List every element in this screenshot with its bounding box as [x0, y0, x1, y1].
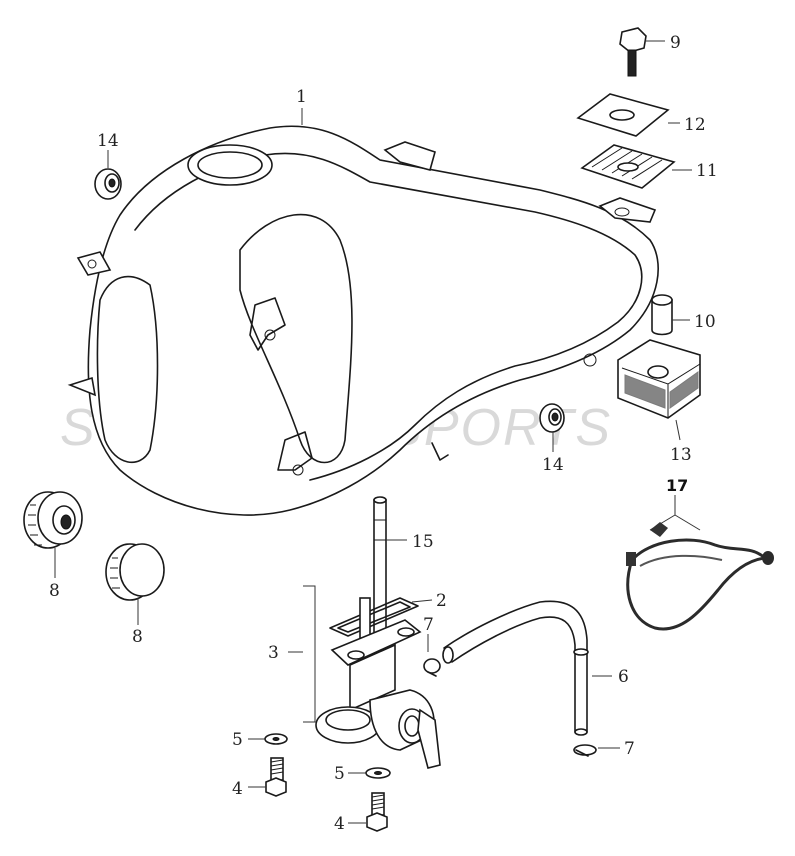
hose-clip-7-b [573, 744, 597, 757]
callout-6: 6 [618, 667, 629, 687]
callout-7-a: 7 [423, 615, 434, 635]
washer-5-b [365, 767, 391, 779]
washer-5-a [264, 733, 288, 745]
callout-2: 2 [436, 591, 447, 611]
callout-labels: 1 9 12 11 10 13 14 14 8 8 15 2 3 7 6 7 5… [49, 33, 718, 834]
callout-4-a: 4 [232, 779, 243, 799]
collar-10 [651, 294, 673, 336]
callout-1: 1 [296, 87, 307, 107]
washer-plate-12 [576, 93, 670, 137]
callout-8-b: 8 [132, 627, 143, 647]
callout-17: 17 [666, 476, 688, 495]
cap-8-a [23, 491, 83, 549]
hose-clip-7-a [423, 658, 441, 677]
rubber-pad-11 [580, 144, 676, 189]
callout-9: 9 [670, 33, 681, 53]
callout-5-a: 5 [232, 730, 243, 750]
callout-3: 3 [268, 643, 279, 663]
bolt-4-b [366, 792, 388, 832]
grommet-14-top [94, 168, 122, 200]
callout-4-b: 4 [334, 814, 345, 834]
callout-5-b: 5 [334, 764, 345, 784]
callout-8-a: 8 [49, 581, 60, 601]
fuel-valve-3 [315, 597, 441, 769]
callout-14-top: 14 [97, 131, 119, 151]
damper-block-13 [617, 339, 701, 419]
cap-8-b [105, 543, 165, 601]
bolt-4-a [265, 757, 287, 797]
callout-7-b: 7 [624, 739, 635, 759]
callout-11: 11 [696, 161, 718, 181]
leader-lines [54, 40, 701, 824]
fuel-hose-6 [442, 600, 589, 736]
grommet-14-side [539, 403, 565, 433]
bolt-9 [619, 27, 647, 77]
wiring-harness-17 [626, 522, 774, 631]
callout-15: 15 [412, 532, 434, 552]
callout-14-side: 14 [542, 455, 564, 475]
fuel-tank [67, 125, 659, 516]
callout-13: 13 [670, 445, 692, 465]
callout-10: 10 [694, 312, 716, 332]
callout-12: 12 [684, 115, 706, 135]
gasket-2 [329, 597, 419, 637]
